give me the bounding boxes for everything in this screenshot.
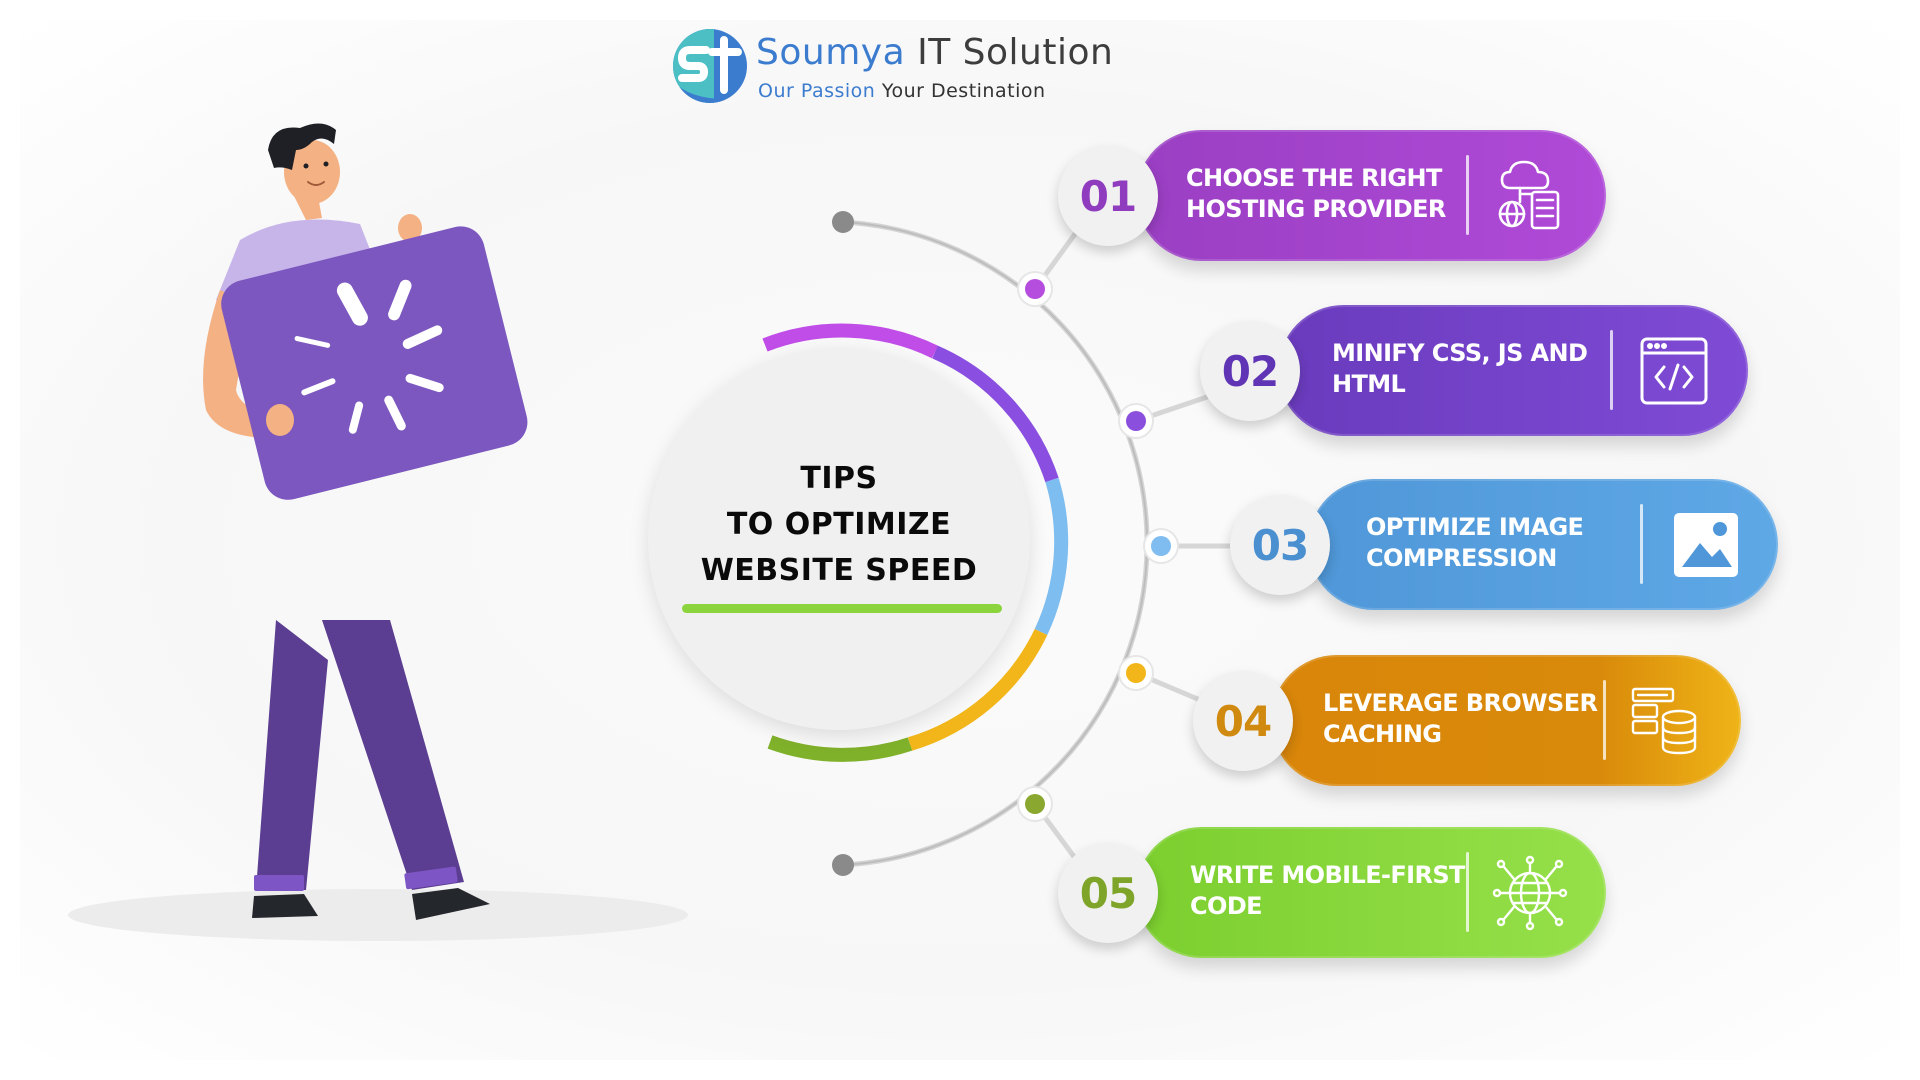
tip-label: LEVERAGE BROWSER CACHING [1323,689,1598,748]
center-title-line3: WEBSITE SPEED [700,553,978,588]
tagline-rest: Your Destination [875,80,1046,102]
tip-pill [1278,305,1748,436]
tip-pill [1136,130,1606,261]
brand-name-rest: IT Solution [905,32,1114,73]
logo-mark-icon [673,29,747,103]
brand-name-accent: Soumya [756,32,906,73]
tip-label: WRITE MOBILE-FIRST CODE [1190,861,1465,920]
tip-number-badge: 04 [1193,671,1293,771]
brand-tagline: Our Passion Your Destination [758,80,1046,102]
tip-item-02[interactable]: 02 MINIFY CSS, JS AND HTML [1200,305,1748,436]
network-globe-icon [1492,855,1568,931]
center-underline [682,604,1002,613]
tip-divider [1640,504,1643,584]
arc-endpoint-top [832,211,854,233]
tip-divider [1610,330,1613,410]
tip-divider [1603,680,1606,760]
tip-item-05[interactable]: 05 WRITE MOBILE-FIRST CODE [1058,827,1606,958]
cloud-server-globe-icon [1498,160,1560,230]
center-circle-bg [648,348,1030,730]
tip-number-badge: 02 [1200,321,1300,421]
tip-number-badge: 05 [1058,843,1158,943]
tip-divider [1466,852,1469,932]
image-icon [1674,513,1738,577]
database-cache-icon [1631,687,1697,755]
center-title-line1: TIPS [800,461,878,496]
center-title-circle: TIPS TO OPTIMIZE WEBSITE SPEED [648,348,1038,738]
tip-label: MINIFY CSS, JS AND HTML [1332,339,1588,398]
code-window-icon [1640,337,1708,405]
tip-number-badge: 01 [1058,146,1158,246]
tip-item-03[interactable]: 03 OPTIMIZE IMAGE COMPRESSION [1230,479,1778,610]
tip-item-01[interactable]: 01 CHOOSE THE RIGHT HOSTING PROVIDER [1058,130,1606,261]
tip-label: CHOOSE THE RIGHT HOSTING PROVIDER [1186,164,1446,223]
tip-divider [1466,155,1469,235]
center-title-line2: TO OPTIMIZE [726,507,952,542]
brand-name: Soumya IT Solution [756,32,1113,73]
center-title: TIPS TO OPTIMIZE WEBSITE SPEED [648,456,1030,594]
person-holding-loading-board-illustration [68,123,688,941]
arc-endpoint-bottom [832,854,854,876]
tip-label: OPTIMIZE IMAGE COMPRESSION [1366,513,1584,572]
tip-item-04[interactable]: 04 LEVERAGE BROWSER CACHING [1193,655,1741,786]
tip-number-badge: 03 [1230,495,1330,595]
tagline-accent: Our Passion [758,80,876,102]
